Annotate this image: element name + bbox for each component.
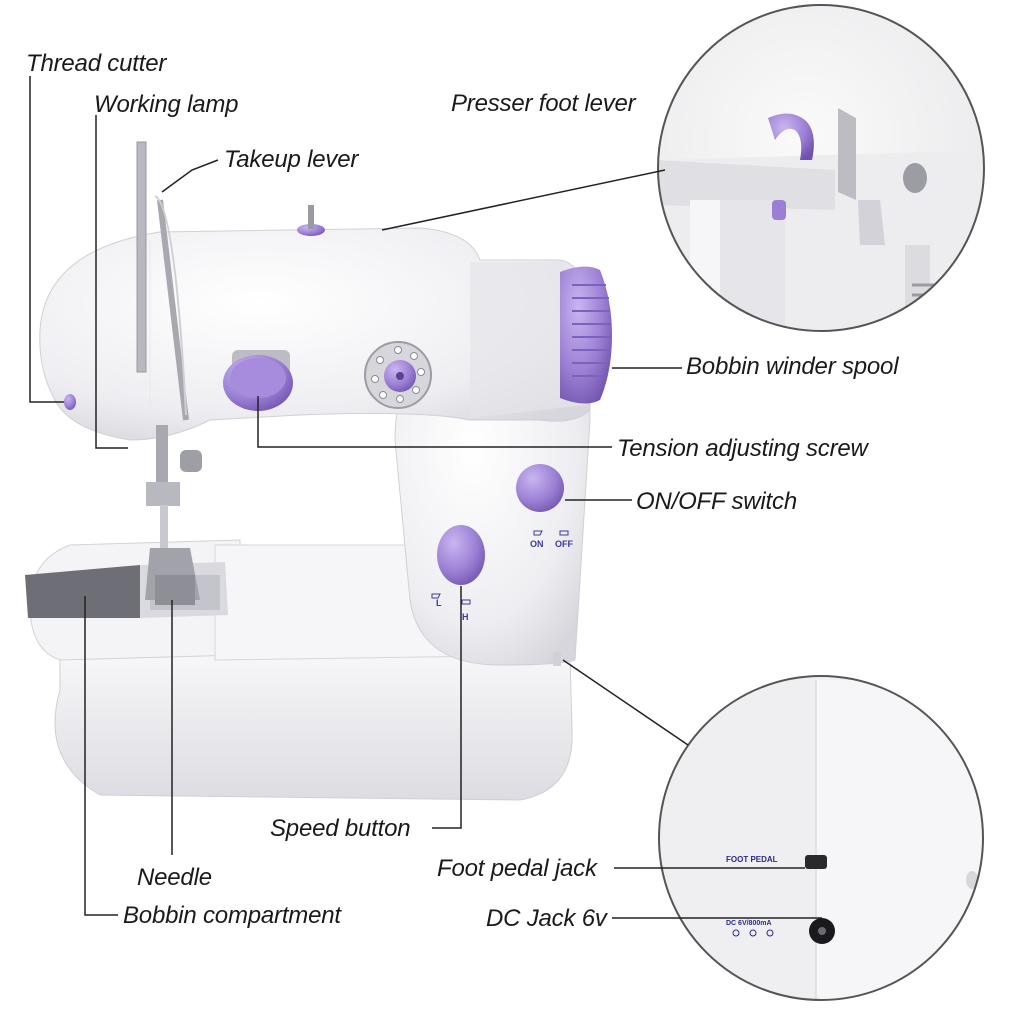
- off-mark: OFF: [555, 539, 573, 549]
- label-speed-button: Speed button: [270, 815, 411, 842]
- high-mark: H: [462, 612, 469, 622]
- thread-cutter-part: [64, 394, 76, 410]
- label-dc-jack: DC Jack 6v: [486, 905, 607, 932]
- label-on-off-switch: ON/OFF switch: [636, 488, 797, 515]
- leader-speed-button: [432, 586, 462, 829]
- leader-tension-screw: [257, 396, 612, 448]
- label-foot-pedal-jack: Foot pedal jack: [437, 855, 597, 882]
- on-mark: ON: [530, 539, 544, 549]
- tension-knob: [223, 350, 293, 411]
- leader-lines: [29, 76, 822, 919]
- leader-thread-cutter: [29, 76, 64, 403]
- jacks-zoom-circle: FOOT PEDAL DC 6V/800mA: [658, 675, 984, 1001]
- front-bobbin: [364, 341, 432, 409]
- leader-bobbin-compartment: [84, 596, 118, 916]
- label-presser-foot-lever: Presser foot lever: [451, 90, 636, 117]
- label-bobbin-compartment: Bobbin compartment: [123, 902, 341, 929]
- dc-rating-mark: DC 6V/800mA: [726, 920, 772, 927]
- on-off-switch-part: ON OFF: [516, 464, 573, 549]
- label-takeup-lever: Takeup lever: [224, 146, 359, 173]
- leader-presser-foot-lever: [381, 169, 666, 231]
- spool-pin: [297, 205, 325, 236]
- label-working-lamp: Working lamp: [94, 91, 239, 118]
- leader-takeup-lever: [161, 159, 219, 193]
- label-bobbin-winder-spool: Bobbin winder spool: [686, 353, 899, 380]
- foot-pedal-mark: FOOT PEDAL: [726, 855, 778, 864]
- machine-arm: [39, 227, 591, 441]
- label-tension-adjusting-screw: Tension adjusting screw: [617, 435, 868, 462]
- bobbin-winder-spool-part: [560, 266, 612, 404]
- speed-button-part: L H: [431, 525, 485, 622]
- low-mark: L: [436, 598, 442, 608]
- leader-working-lamp: [95, 115, 128, 449]
- label-needle: Needle: [137, 864, 212, 891]
- leader-jack-zoom: [562, 659, 689, 746]
- label-thread-cutter: Thread cutter: [26, 50, 167, 77]
- takeup-lever-part: [136, 141, 189, 421]
- needle-assembly: [145, 425, 202, 605]
- presser-foot-zoom-circle: [657, 4, 985, 332]
- jack-bump: [553, 652, 561, 666]
